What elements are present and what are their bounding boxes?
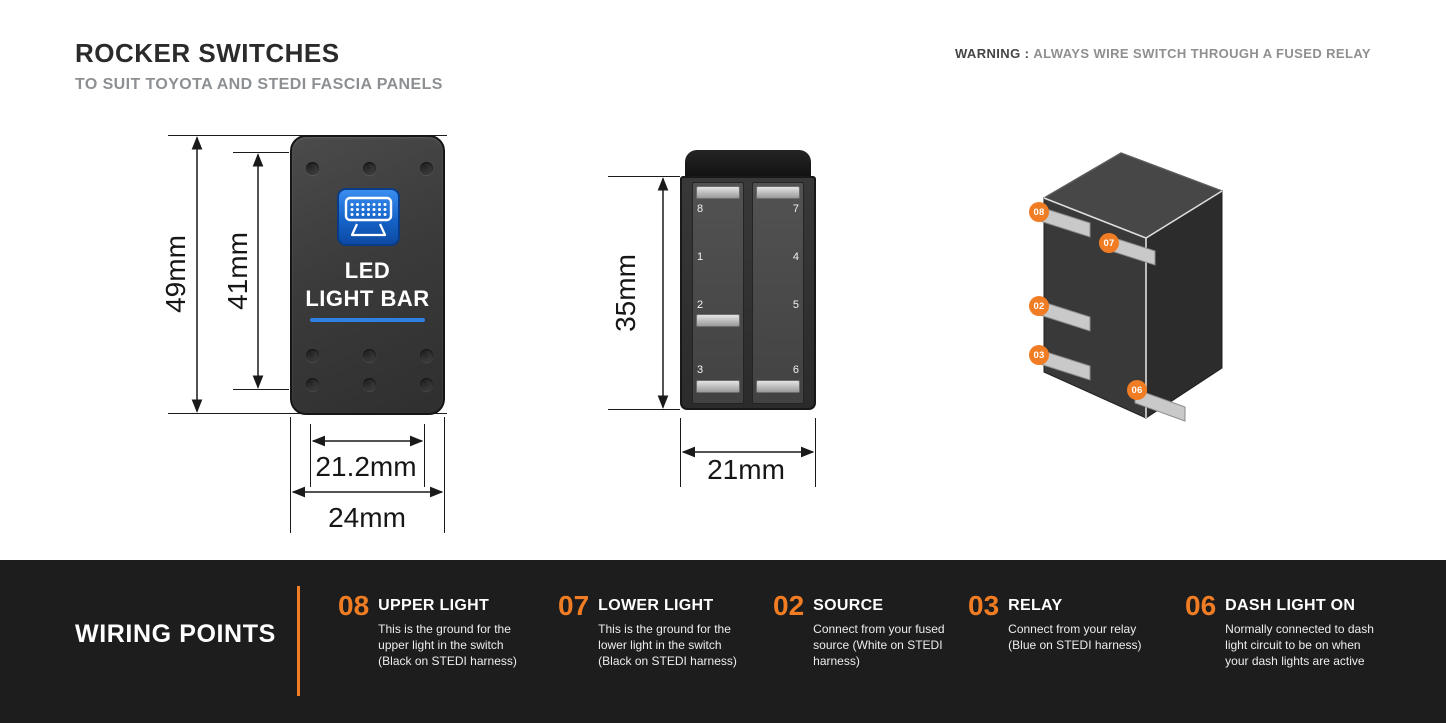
pin-badge-06: 06 — [1127, 380, 1147, 400]
pin-number: 3 — [697, 364, 704, 376]
pin-column-right: 7 4 5 6 — [752, 182, 804, 404]
rivet-dot — [306, 378, 319, 391]
wiring-point-dash-light-on: 06 DASH LIGHT ON Normally connected to d… — [1185, 592, 1380, 669]
wiring-point-number: 07 — [558, 590, 590, 621]
wiring-point-number: 06 — [1185, 590, 1217, 621]
wiring-point-description: This is the ground for the upper light i… — [378, 622, 517, 669]
front-view-switch: LED LIGHT BAR — [290, 135, 445, 415]
wiring-points-title: WIRING POINTS — [75, 620, 276, 648]
rivet-dot — [420, 349, 433, 362]
wiring-point-title: SOURCE — [813, 597, 884, 614]
wiring-point-number: 02 — [773, 590, 805, 621]
rivet-dot — [306, 162, 319, 175]
rivet-dot — [420, 378, 433, 391]
dim-outer-height: 49mm — [160, 235, 191, 313]
dim-inner-width: 21.2mm — [315, 451, 417, 482]
pin-badge-03: 03 — [1029, 345, 1049, 365]
wiring-point-title: UPPER LIGHT — [378, 597, 490, 614]
led-light-bar-icon — [337, 188, 400, 246]
wiring-point-upper-light: 08 UPPER LIGHT This is the ground for th… — [338, 592, 530, 669]
wiring-point-number: 03 — [968, 590, 1000, 621]
rivet-dot — [363, 378, 376, 391]
pin-badge-08: 08 — [1029, 202, 1049, 222]
pin-number: 2 — [697, 299, 704, 311]
orange-divider — [297, 586, 300, 696]
switch-label-line2: LIGHT BAR — [305, 286, 430, 311]
pin-slot — [756, 186, 800, 199]
dim-side-height: 35mm — [610, 254, 641, 332]
wiring-points-section — [0, 560, 1446, 723]
pin-number: 7 — [792, 203, 799, 215]
wiring-point-description: This is the ground for the lower light i… — [598, 622, 737, 669]
rocker-cap — [685, 150, 811, 180]
side-view-switch: 8 1 2 3 7 4 5 6 — [680, 150, 816, 410]
pin-slot — [696, 380, 740, 393]
pin-number: 5 — [792, 299, 799, 311]
pin-slot — [696, 186, 740, 199]
warning-note: WARNING : ALWAYS WIRE SWITCH THROUGH A F… — [955, 46, 1371, 61]
wiring-point-lower-light: 07 LOWER LIGHT This is the ground for th… — [558, 592, 752, 669]
rivet-dot — [306, 349, 319, 362]
pin-column-left: 8 1 2 3 — [692, 182, 744, 404]
wiring-point-description: Normally connected to dash light circuit… — [1225, 622, 1374, 669]
pin-badge-07: 07 — [1099, 233, 1119, 253]
pin-slot — [696, 314, 740, 327]
dim-outer-width: 24mm — [328, 502, 406, 533]
switch-label-line1: LED — [344, 258, 391, 283]
pin-number: 6 — [792, 364, 799, 376]
dim-inner-height: 41mm — [222, 232, 253, 310]
pin-badge-02: 02 — [1029, 296, 1049, 316]
warning-text: ALWAYS WIRE SWITCH THROUGH A FUSED RELAY — [1033, 46, 1371, 61]
wiring-point-title: LOWER LIGHT — [598, 597, 714, 614]
wiring-point-relay: 03 RELAY Connect from your relay (Blue o… — [968, 592, 1144, 653]
page-title: ROCKER SWITCHES — [75, 38, 340, 68]
pin-slot — [756, 380, 800, 393]
rivet-dot — [363, 162, 376, 175]
wiring-point-number: 08 — [338, 590, 370, 621]
pin-number: 4 — [792, 251, 799, 263]
pin-number: 8 — [697, 203, 704, 215]
rivet-dot — [420, 162, 433, 175]
wiring-point-source: 02 SOURCE Connect from your fused source… — [773, 592, 953, 669]
warning-label: WARNING : — [954, 46, 1030, 61]
wiring-point-description: Connect from your relay (Blue on STEDI h… — [1008, 622, 1142, 653]
rivet-dot — [363, 349, 376, 362]
wiring-point-title: RELAY — [1008, 597, 1063, 614]
wiring-point-description: Connect from your fused source (White on… — [813, 622, 945, 669]
dim-side-width: 21mm — [707, 454, 785, 485]
dimension-lines — [168, 135, 816, 533]
blue-underline — [310, 318, 425, 322]
pin-number: 1 — [697, 251, 704, 263]
page-subtitle: TO SUIT TOYOTA AND STEDI FASCIA PANELS — [75, 76, 443, 93]
wiring-point-title: DASH LIGHT ON — [1225, 597, 1356, 614]
rear-view-3d — [1039, 152, 1224, 422]
